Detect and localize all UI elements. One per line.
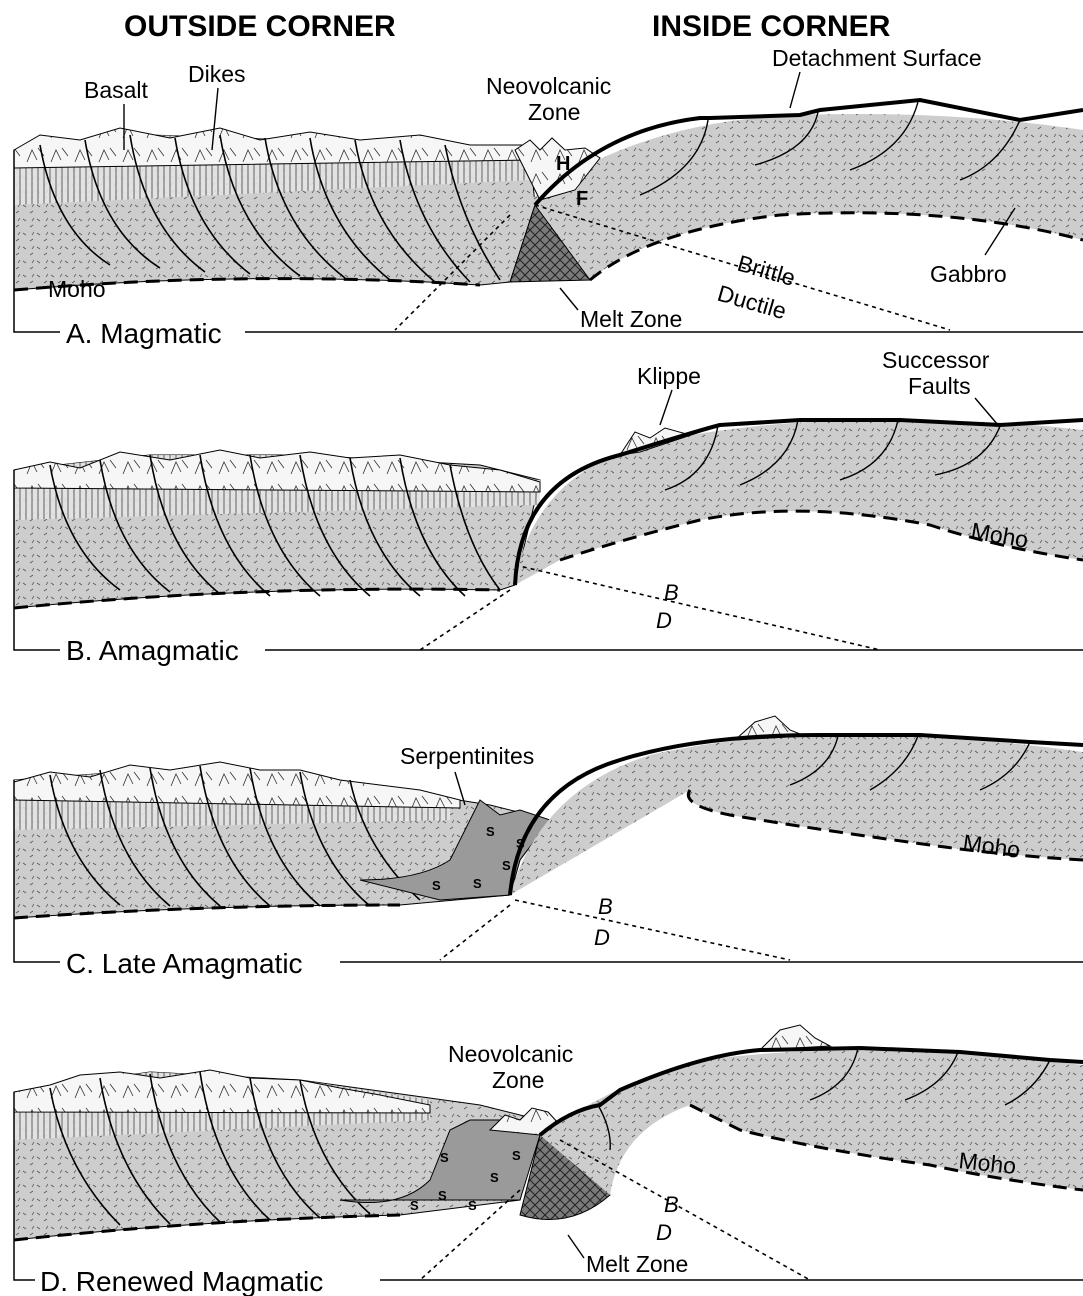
s-label-c-3: S [486, 824, 495, 839]
melt-zone-pointer-d [568, 1235, 584, 1258]
s-label-d-5: S [490, 1170, 499, 1185]
outside-corner-header: OUTSIDE CORNER [124, 10, 396, 43]
dotted-line-c-left [440, 905, 510, 960]
h-label: H [556, 153, 570, 175]
dotted-line-b-left [420, 590, 510, 650]
panel-a-title: A. Magmatic [66, 318, 222, 349]
melt-zone-label-d: Melt Zone [586, 1251, 688, 1277]
basalt-label: Basalt [84, 77, 149, 103]
s-label-d-4: S [468, 1198, 477, 1213]
neovolcanic-label-d-2: Zone [492, 1067, 544, 1093]
klippe-pointer [660, 390, 672, 425]
neovolcanic-label-a-1: Neovolcanic [486, 73, 611, 99]
b-label-c: B [598, 894, 613, 919]
inside-corner-header: INSIDE CORNER [652, 10, 891, 43]
moho-label-d: Moho [957, 1147, 1017, 1179]
panel-c: C. Late Amagmatic Serpentinites S S S S … [14, 716, 1083, 979]
s-label-d-6: S [512, 1148, 521, 1163]
dikes-label: Dikes [188, 61, 246, 87]
outside-basalt-b [14, 450, 540, 492]
successor-faults-label-2: Faults [908, 373, 971, 399]
brittle-ductile-line-b [515, 565, 880, 650]
d-label-c: D [594, 925, 610, 950]
s-label-c-2: S [473, 876, 482, 891]
outside-basalt-c [14, 762, 460, 808]
b-label-b: B [664, 580, 679, 605]
klippe-label: Klippe [637, 363, 701, 389]
s-label-d-2: S [410, 1198, 419, 1213]
s-label-c-1: S [432, 878, 441, 893]
f-label: F [576, 188, 588, 210]
gabbro-label: Gabbro [930, 261, 1007, 287]
panel-d-title: D. Renewed Magmatic [40, 1266, 323, 1296]
inside-gabbro-a [530, 114, 1083, 280]
successor-faults-label-1: Successor [882, 347, 990, 373]
detachment-pointer [790, 72, 800, 108]
brittle-label: Brittle [735, 250, 799, 291]
b-label-d: B [664, 1192, 679, 1217]
inside-gabbro-b [515, 420, 1083, 585]
s-label-c-5: S [502, 858, 511, 873]
panel-b-title: B. Amagmatic [66, 635, 239, 666]
s-label-d-3: S [438, 1188, 447, 1203]
melt-zone-label-a: Melt Zone [580, 306, 682, 332]
d-label-d: D [656, 1220, 672, 1245]
klippe-d [760, 1025, 830, 1050]
panel-d: D. Renewed Magmatic Neovolcanic Zone S S… [14, 1025, 1083, 1296]
neovolcanic-label-d-1: Neovolcanic [448, 1041, 573, 1067]
neovolcanic-label-a-2: Zone [528, 99, 580, 125]
successor-faults-pointer [975, 398, 998, 425]
serpentinites-label: Serpentinites [400, 743, 534, 769]
s-label-d-1: S [440, 1150, 449, 1165]
detachment-surface-label: Detachment Surface [772, 45, 982, 71]
panel-b: B. Amagmatic Klippe Successor Faults Moh… [14, 347, 1083, 666]
moho-label-a: Moho [48, 276, 106, 302]
s-label-c-4: S [516, 836, 525, 851]
panel-c-title: C. Late Amagmatic [66, 948, 303, 979]
inside-gabbro-c [510, 734, 1083, 895]
brittle-ductile-line-c [515, 900, 790, 960]
d-label-b: D [656, 608, 672, 633]
panel-a: A. Magmatic Basalt Dikes Neovolcanic Zon… [14, 45, 1083, 349]
melt-zone-pointer-a [560, 288, 578, 310]
